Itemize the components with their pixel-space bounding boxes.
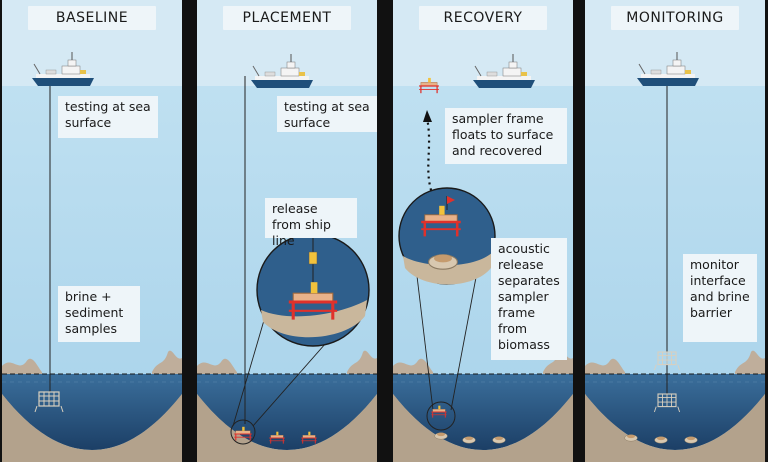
biomass-mound-icon: [434, 432, 448, 440]
zoom-circle: [256, 233, 370, 347]
placement-scene: [197, 0, 377, 462]
panel-title: RECOVERY: [419, 6, 547, 30]
biomass-mound-icon: [492, 436, 506, 444]
note-brine-samples: brine + sediment samples: [58, 286, 140, 342]
biomass-mound-icon: [624, 434, 638, 442]
panel-title: BASELINE: [28, 6, 156, 30]
biomass-mound-icon: [684, 436, 698, 444]
note-monitor-interface: monitor interface and brine barrier: [683, 254, 757, 342]
recovery-scene: [393, 0, 573, 462]
note-acoustic-release: acoustic release separates sampler frame…: [491, 238, 567, 360]
biomass-mound-icon: [462, 436, 476, 444]
panel-monitoring: MONITORING monitor interface and brine b…: [585, 0, 765, 462]
baseline-scene: [2, 0, 182, 462]
panel-placement: PLACEMENT testing at sea surface release…: [197, 0, 377, 462]
note-sea-surface: testing at sea surface: [277, 96, 377, 132]
panel-title: MONITORING: [611, 6, 739, 30]
panel-recovery: RECOVERY sampler frame floats to surface…: [393, 0, 573, 462]
panel-baseline: BASELINE testing at sea surface brine + …: [2, 0, 182, 462]
note-sea-surface: testing at sea surface: [58, 96, 158, 138]
panel-title: PLACEMENT: [223, 6, 351, 30]
zoom-circle: [398, 187, 496, 285]
note-frame-floats: sampler frame floats to surface and reco…: [445, 108, 567, 164]
note-release-line: release from ship line: [265, 198, 357, 248]
biomass-mound-icon: [654, 436, 668, 444]
monitoring-scene: [585, 0, 765, 462]
